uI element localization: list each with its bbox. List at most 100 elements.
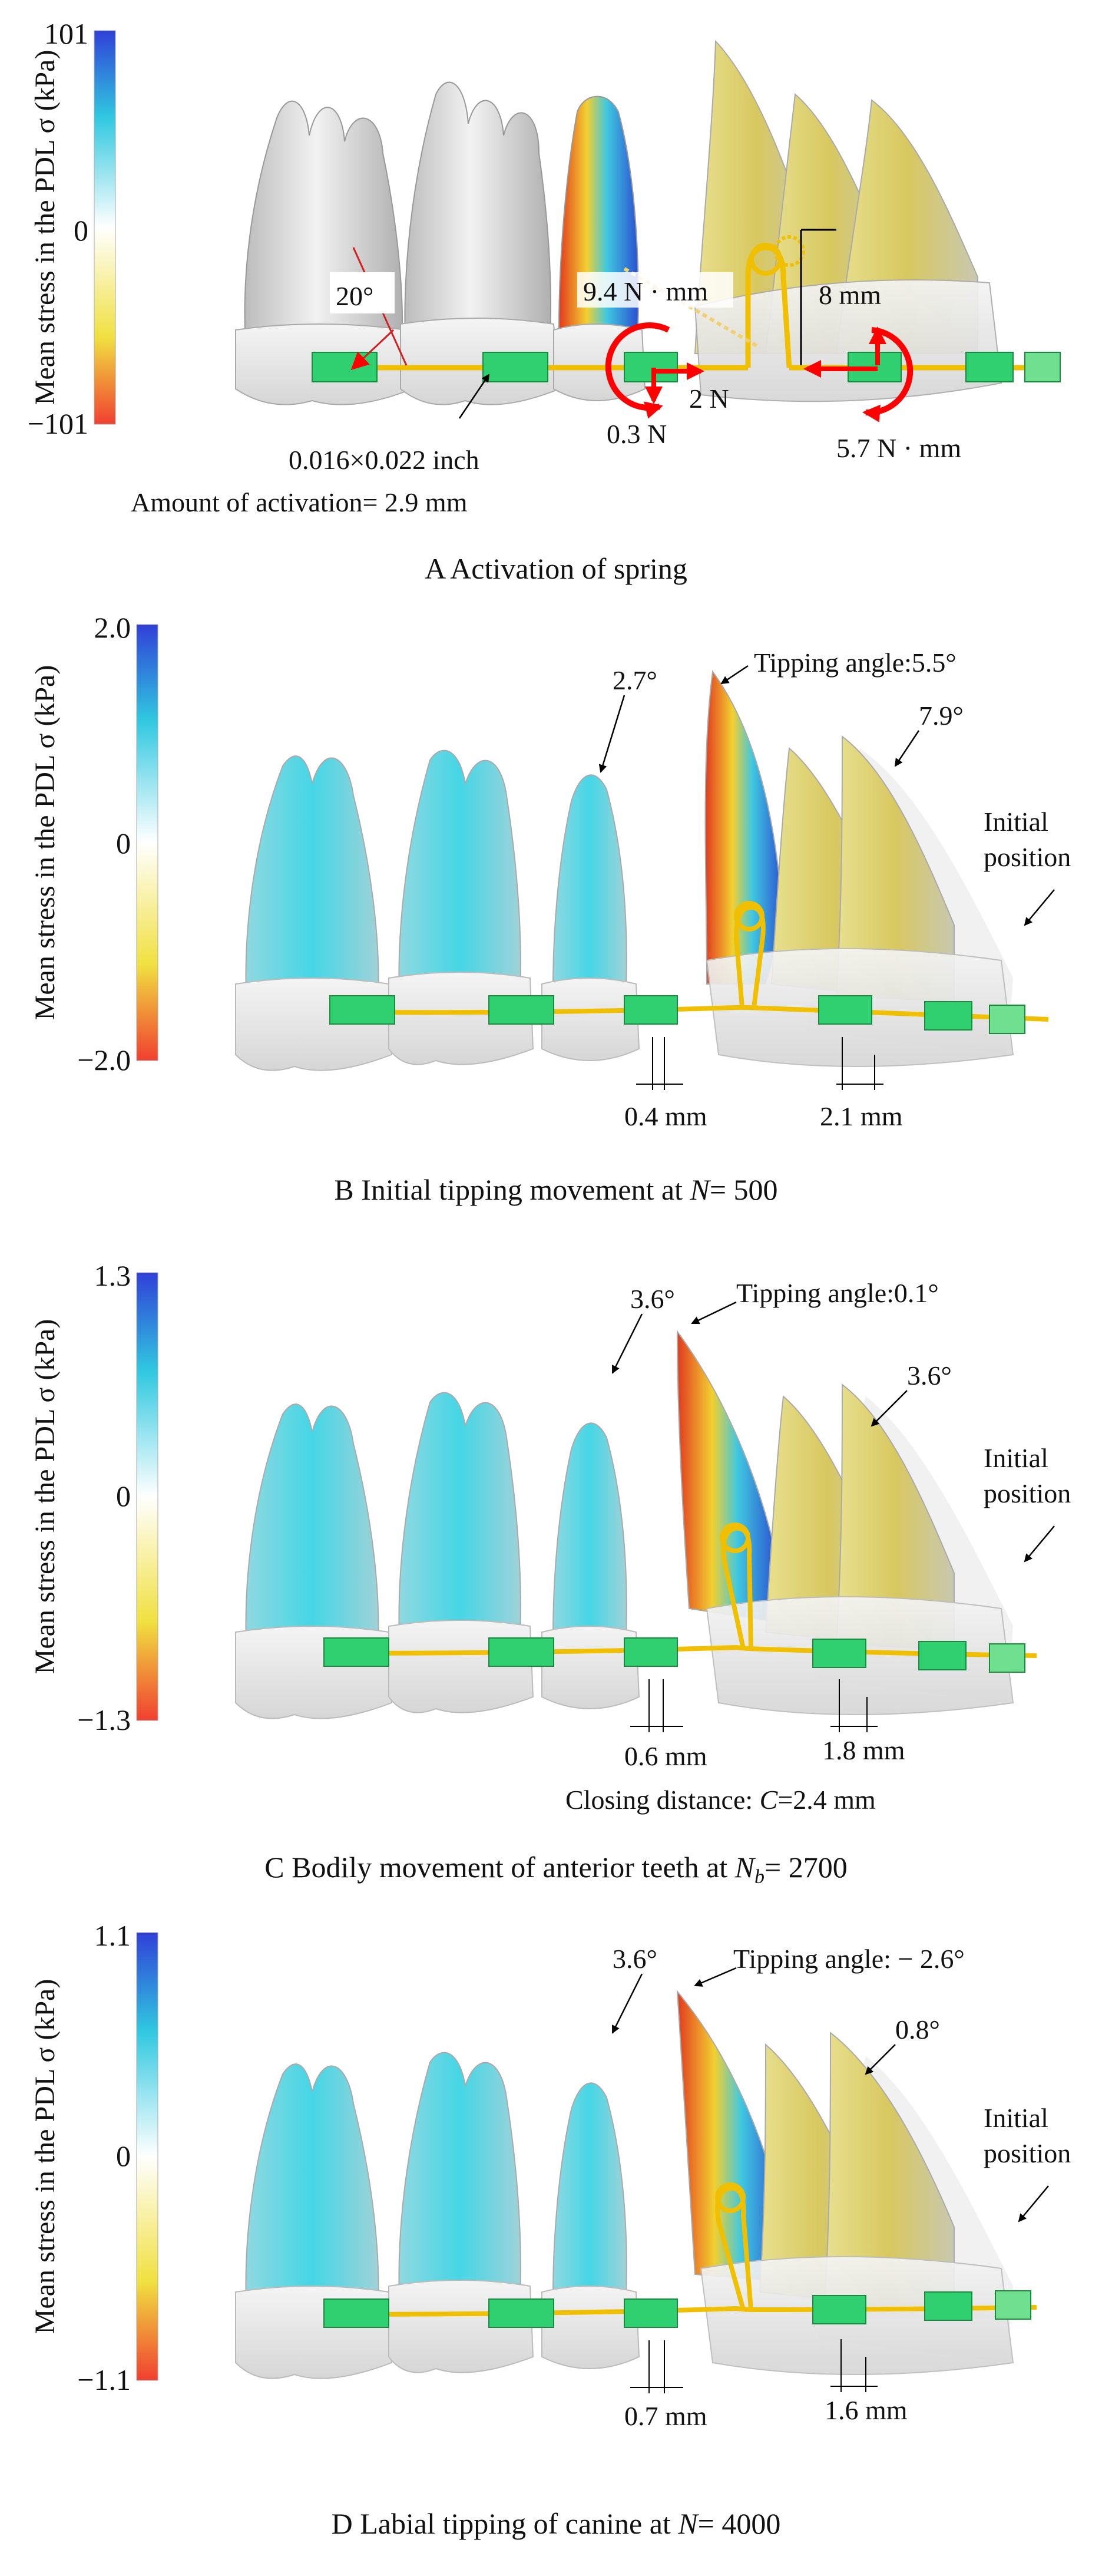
- panel-b-figure: Mean stress in the PDL σ (kPa) 2.0 0 −2.…: [29, 611, 1071, 1206]
- moment-large-bg: [577, 272, 733, 308]
- closing-distance-label: Closing distance: C=2.4 mm: [565, 1785, 876, 1815]
- bracket-4: [812, 1639, 866, 1668]
- premolar-crown: [541, 1626, 640, 1709]
- color-scale-min: −1.3: [77, 1703, 131, 1736]
- panel-b: Mean stress in the PDL σ (kPa) 2.0 0 −2.…: [0, 607, 1112, 1255]
- bracket-4: [818, 995, 872, 1025]
- bracket-5: [924, 1001, 972, 1031]
- bracket-4: [812, 2295, 866, 2324]
- moment-large-label: 9.4 N · mm: [583, 276, 708, 306]
- bracket-1: [323, 1637, 389, 1667]
- canine: [676, 1329, 779, 1621]
- color-scale-title: Mean stress in the PDL σ (kPa): [29, 1979, 61, 2334]
- height-label: 8 mm: [819, 280, 881, 310]
- bracket-2: [488, 1637, 554, 1667]
- panel-b-caption: B Initial tipping movement at N= 500: [334, 1173, 777, 1206]
- t-loop-spring: [721, 1525, 753, 1649]
- bracket-5: [918, 1641, 967, 1670]
- panel-d-caption: D Labial tipping of canine at N= 4000: [332, 2507, 781, 2540]
- tipping-angle-label: Tipping angle: − 2.6°: [733, 1944, 965, 1974]
- gap-right-label: 2.1 mm: [820, 1101, 903, 1131]
- molar-1: [245, 755, 379, 1020]
- bracket-6: [995, 2290, 1031, 2320]
- molar-1: [245, 2063, 379, 2328]
- bracket-2: [488, 995, 554, 1025]
- wire-label: 0.016×0.022 inch: [289, 445, 479, 475]
- color-scale-bar: [136, 1272, 158, 1721]
- initial-label-line2: position: [984, 1478, 1071, 1508]
- gap-left-label: 0.7 mm: [624, 2401, 707, 2431]
- color-scale-max: 2.0: [94, 611, 131, 644]
- archwire-left: [359, 1005, 748, 1015]
- premolar: [552, 2082, 627, 2328]
- premolar-angle-label: 2.7°: [613, 665, 657, 695]
- molar-2: [398, 749, 521, 1020]
- color-scale-bar: [136, 1932, 158, 2381]
- force-small-label: 0.3 N: [607, 419, 667, 449]
- tipping-angle-label: Tipping angle:5.5°: [754, 648, 957, 678]
- incisor-angle-label: 0.8°: [895, 2014, 940, 2045]
- gap-right-label: 1.8 mm: [822, 1735, 905, 1765]
- bracket-2: [488, 2298, 554, 2328]
- incisor-angle-label: 7.9°: [919, 701, 964, 731]
- color-scale-mid: 0: [116, 827, 131, 860]
- bracket-3: [624, 352, 678, 382]
- premolar-angle-pointer: [611, 1973, 643, 2034]
- moment-small-label: 5.7 N · mm: [836, 433, 961, 463]
- moment-right-arrow: [862, 327, 914, 422]
- initial-position-pointer: [1018, 2185, 1049, 2222]
- angle-label-bg: [330, 272, 395, 313]
- color-scale-bar: [136, 624, 158, 1061]
- premolar-crown: [541, 2286, 640, 2369]
- archwire-right: [747, 2305, 1037, 2312]
- initial-label-line1: Initial: [984, 807, 1048, 837]
- panel-a-figure: Mean stress in the PDL σ (kPa) 101 0 −10…: [28, 17, 1061, 585]
- force-big-label: 2 N: [689, 384, 729, 414]
- bracket-5: [924, 2291, 972, 2321]
- bracket-5: [965, 352, 1014, 382]
- color-scale-bar: [94, 30, 116, 425]
- color-scale-max: 1.1: [94, 1919, 131, 1952]
- color-scale-mid: 0: [116, 2139, 131, 2172]
- initial-label-line2: position: [984, 842, 1071, 872]
- molar-2: [404, 81, 551, 366]
- central-incisor: [835, 1383, 955, 1651]
- molar-2-crown: [400, 318, 561, 405]
- canine: [704, 670, 785, 985]
- gap-left-label: 0.6 mm: [624, 1741, 707, 1771]
- bracket-6: [989, 1005, 1025, 1034]
- color-scale-title: Mean stress in the PDL σ (kPa): [29, 665, 61, 1021]
- bracket-3: [624, 2298, 678, 2328]
- t-loop-helix: [734, 901, 764, 932]
- incisor-angle-pointer: [894, 730, 920, 767]
- panel-a: Mean stress in the PDL σ (kPa) 101 0 −10…: [0, 0, 1112, 607]
- central-incisor: [835, 735, 955, 1003]
- incisor-angle-pointer: [871, 1390, 908, 1427]
- panel-c-caption: C Bodily movement of anterior teeth at N…: [264, 1851, 847, 1888]
- premolar-angle-label: 3.6°: [630, 1284, 675, 1314]
- bracket-3: [624, 995, 678, 1025]
- color-scale-min: −2.0: [77, 1043, 131, 1076]
- bracket-3: [624, 1637, 678, 1667]
- molar-1: [245, 1403, 379, 1668]
- premolar: [552, 1422, 627, 1668]
- premolar-crown: [541, 977, 640, 1061]
- panel-d-figure: Mean stress in the PDL σ (kPa) 1.1 0 −1.…: [29, 1919, 1071, 2540]
- bracket-6: [1024, 352, 1061, 382]
- incisor-angle-label: 3.6°: [907, 1360, 952, 1391]
- panel-c: Mean stress in the PDL σ (kPa) 1.3 0 −1.…: [0, 1255, 1112, 1909]
- bracket-2: [482, 352, 548, 382]
- t-loop-deactivated: [773, 235, 805, 267]
- activation-label: Amount of activation= 2.9 mm: [131, 487, 468, 517]
- premolar-angle-label: 3.6°: [613, 1944, 657, 1974]
- initial-label-line1: Initial: [984, 1443, 1048, 1473]
- premolar-angle-pointer: [611, 1313, 643, 1374]
- t-loop-helix: [720, 1523, 750, 1553]
- incisor-angle-pointer: [865, 2044, 896, 2075]
- color-scale-mid: 0: [116, 1479, 131, 1512]
- bracket-1: [323, 2298, 389, 2328]
- tipping-pointer: [720, 665, 749, 685]
- initial-position-pointer: [1024, 1525, 1055, 1563]
- color-scale-title: Mean stress in the PDL σ (kPa): [29, 1319, 61, 1675]
- color-scale-min: −1.1: [77, 2363, 131, 2396]
